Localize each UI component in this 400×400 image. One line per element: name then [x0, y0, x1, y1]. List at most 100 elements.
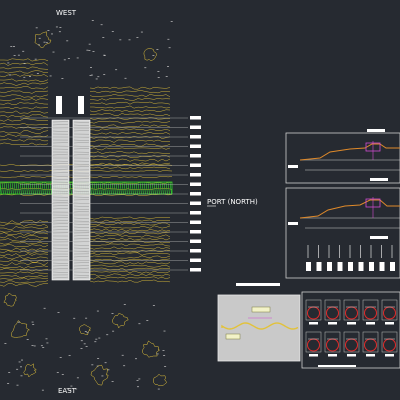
pier-hatch-line — [73, 274, 90, 276]
survey-points — [4, 20, 173, 391]
green-hatch — [33, 181, 36, 195]
red-marker — [307, 306, 320, 320]
section-cell — [381, 331, 398, 353]
green-hatch — [49, 181, 52, 195]
section-tag — [190, 230, 201, 234]
survey-point — [21, 359, 23, 361]
survey-point — [138, 378, 141, 380]
survey-point — [102, 37, 105, 38]
contour-line — [90, 105, 171, 109]
red-marker — [345, 306, 358, 320]
survey-point — [20, 366, 22, 368]
profile-sheet-lower — [285, 187, 400, 279]
survey-point — [123, 304, 126, 305]
contour-line — [89, 143, 171, 147]
survey-point — [136, 380, 139, 381]
pier-hatch-line — [73, 208, 90, 210]
pier-hatch-line — [52, 153, 69, 156]
contour-line — [0, 126, 49, 130]
survey-point — [111, 313, 114, 314]
contour-line — [0, 244, 49, 248]
green-hatch — [143, 181, 146, 195]
pier-hatch-line — [73, 141, 90, 144]
survey-point — [33, 345, 36, 347]
survey-point — [49, 75, 52, 77]
contour-line — [0, 220, 49, 224]
green-hatch — [1, 181, 4, 195]
contour-blob — [11, 320, 31, 338]
contour-line — [0, 283, 49, 287]
cell-tag — [347, 322, 356, 325]
survey-point — [22, 50, 25, 52]
green-hatch — [121, 181, 124, 195]
green-hatch — [139, 181, 142, 195]
contour-line — [0, 253, 49, 257]
section-tag — [190, 192, 201, 196]
title-bar — [236, 283, 280, 286]
green-hatch — [103, 181, 106, 195]
survey-point — [8, 372, 11, 373]
green-hatch — [133, 181, 136, 195]
survey-point — [124, 77, 127, 79]
contour-line — [0, 223, 49, 227]
contour-line — [0, 247, 49, 251]
contour-line — [0, 280, 49, 284]
survey-point — [115, 69, 118, 71]
contour-line — [89, 132, 171, 135]
survey-point — [59, 357, 62, 358]
survey-point — [90, 67, 92, 68]
station-tag — [327, 262, 332, 271]
survey-point — [111, 31, 114, 32]
green-hatch — [131, 181, 134, 195]
survey-point — [83, 343, 86, 345]
profile-sheet-upper — [285, 129, 400, 184]
contour-line — [0, 106, 49, 110]
contour-line — [89, 267, 171, 271]
survey-point — [103, 74, 106, 75]
survey-point — [20, 375, 23, 377]
survey-point — [135, 358, 137, 360]
survey-point — [80, 340, 83, 342]
green-hatch — [29, 181, 32, 195]
survey-point — [138, 323, 141, 325]
green-hatch — [41, 181, 44, 195]
contour-line — [89, 243, 171, 247]
contour-line — [89, 147, 171, 151]
green-hatch — [155, 181, 158, 195]
contour-line — [89, 240, 171, 244]
station-tag — [306, 262, 311, 271]
survey-point — [121, 354, 124, 356]
survey-point — [38, 44, 40, 46]
section-tag — [190, 125, 201, 129]
pier-hatch-line — [52, 172, 69, 174]
survey-point — [16, 368, 19, 370]
survey-point — [17, 54, 20, 56]
green-hatch — [19, 181, 22, 195]
contour-line — [0, 226, 49, 230]
cell-tag — [309, 354, 318, 357]
red-marker — [345, 338, 358, 352]
survey-point — [104, 362, 107, 364]
survey-point — [163, 330, 166, 332]
contour-line — [0, 277, 49, 280]
survey-point — [152, 55, 155, 56]
green-hatch — [147, 181, 150, 195]
green-hatch — [149, 181, 152, 195]
green-hatch — [99, 181, 102, 195]
contour-blob — [23, 363, 37, 378]
cell-tag — [328, 322, 337, 325]
survey-point — [152, 305, 155, 306]
survey-point — [86, 49, 89, 51]
survey-point — [18, 361, 21, 363]
contour-blob — [112, 313, 129, 329]
contour-line — [89, 237, 171, 241]
section-tag — [190, 144, 201, 148]
green-hatch — [69, 181, 72, 195]
survey-point — [47, 30, 50, 31]
survey-point — [96, 365, 99, 367]
survey-point — [36, 73, 39, 74]
pier-hatch-line — [73, 130, 90, 132]
pier-structure — [51, 96, 91, 281]
red-marker — [326, 306, 339, 320]
station-tag — [369, 262, 374, 271]
